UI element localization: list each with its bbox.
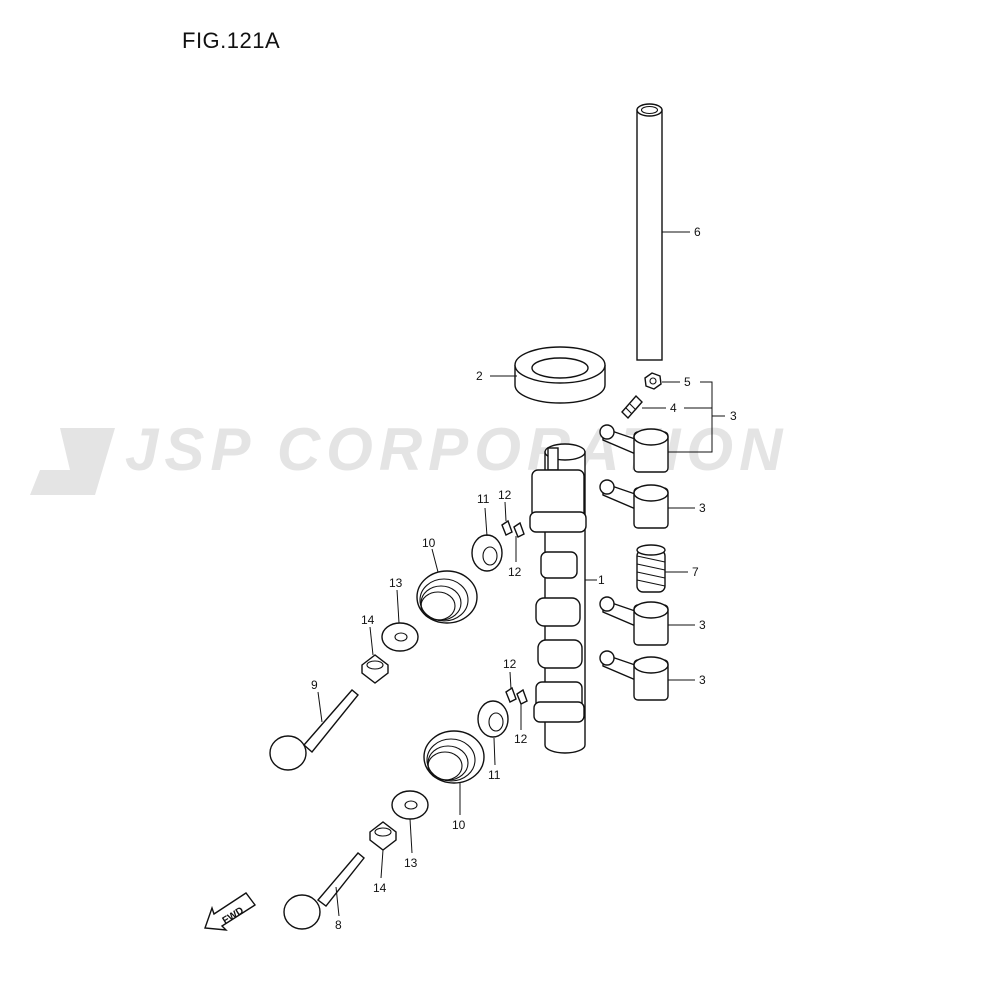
callout-number: 5 <box>684 375 691 389</box>
part-retainer-upper <box>471 534 503 572</box>
watermark: JSP CORPORATION <box>30 416 788 495</box>
part-cotter-upper <box>501 519 525 538</box>
callout-number: 3 <box>699 501 706 515</box>
callout-number: 12 <box>514 732 528 746</box>
callout-number: 4 <box>670 401 677 415</box>
callout-number: 13 <box>389 576 403 590</box>
part-rocker-arm-4 <box>599 650 669 701</box>
callout-number: 7 <box>692 565 699 579</box>
part-cotter-lower <box>505 686 528 705</box>
part-nut <box>644 372 662 390</box>
part-washer-lower <box>391 790 429 820</box>
part-retainer-lower <box>477 700 509 738</box>
part-rocker-arm-3 <box>599 596 669 646</box>
part-rocker-arm-2 <box>599 479 669 529</box>
part-tube <box>636 103 663 361</box>
callout-number: 3 <box>699 673 706 687</box>
callout-number: 13 <box>404 856 418 870</box>
callout-number: 3 <box>699 618 706 632</box>
callout-number: 6 <box>694 225 701 239</box>
callouts: 6 2 5 4 3 3 11 12 12 10 1 7 13 14 3 12 3… <box>311 225 737 932</box>
callout-number: 9 <box>311 678 318 692</box>
part-washer-upper <box>381 622 419 652</box>
callout-number: 1 <box>598 573 605 587</box>
part-stem-seal-upper <box>361 654 389 684</box>
callout-number: 12 <box>503 657 517 671</box>
part-valve-lower <box>283 852 365 930</box>
callout-number: 12 <box>498 488 512 502</box>
callout-number: 12 <box>508 565 522 579</box>
callout-number: 11 <box>488 768 501 782</box>
part-camshaft <box>529 443 587 754</box>
part-valve-spring-lower <box>423 730 485 784</box>
callout-number: 14 <box>373 881 387 895</box>
part-small-spring <box>636 544 666 593</box>
watermark-logo-icon <box>30 428 115 495</box>
part-valve-spring-upper <box>416 570 478 624</box>
fwd-marker: FWD <box>204 892 257 931</box>
callout-number: 14 <box>361 613 375 627</box>
callout-number: 3 <box>730 409 737 423</box>
fwd-arrow-icon <box>204 892 257 931</box>
part-valve-upper <box>269 689 359 771</box>
figure-title: FIG.121A <box>182 28 281 53</box>
callout-number: 2 <box>476 369 483 383</box>
callout-number: 10 <box>422 536 436 550</box>
part-adjust-screw <box>621 394 643 420</box>
callout-number: 10 <box>452 818 466 832</box>
callout-number: 11 <box>477 492 490 506</box>
callout-number: 8 <box>335 918 342 932</box>
watermark-text: JSP CORPORATION <box>125 416 788 483</box>
leader-lines <box>317 231 725 917</box>
part-stem-seal-lower <box>369 821 397 851</box>
part-seal-ring <box>514 346 606 404</box>
part-rocker-arm-1 <box>599 424 669 473</box>
